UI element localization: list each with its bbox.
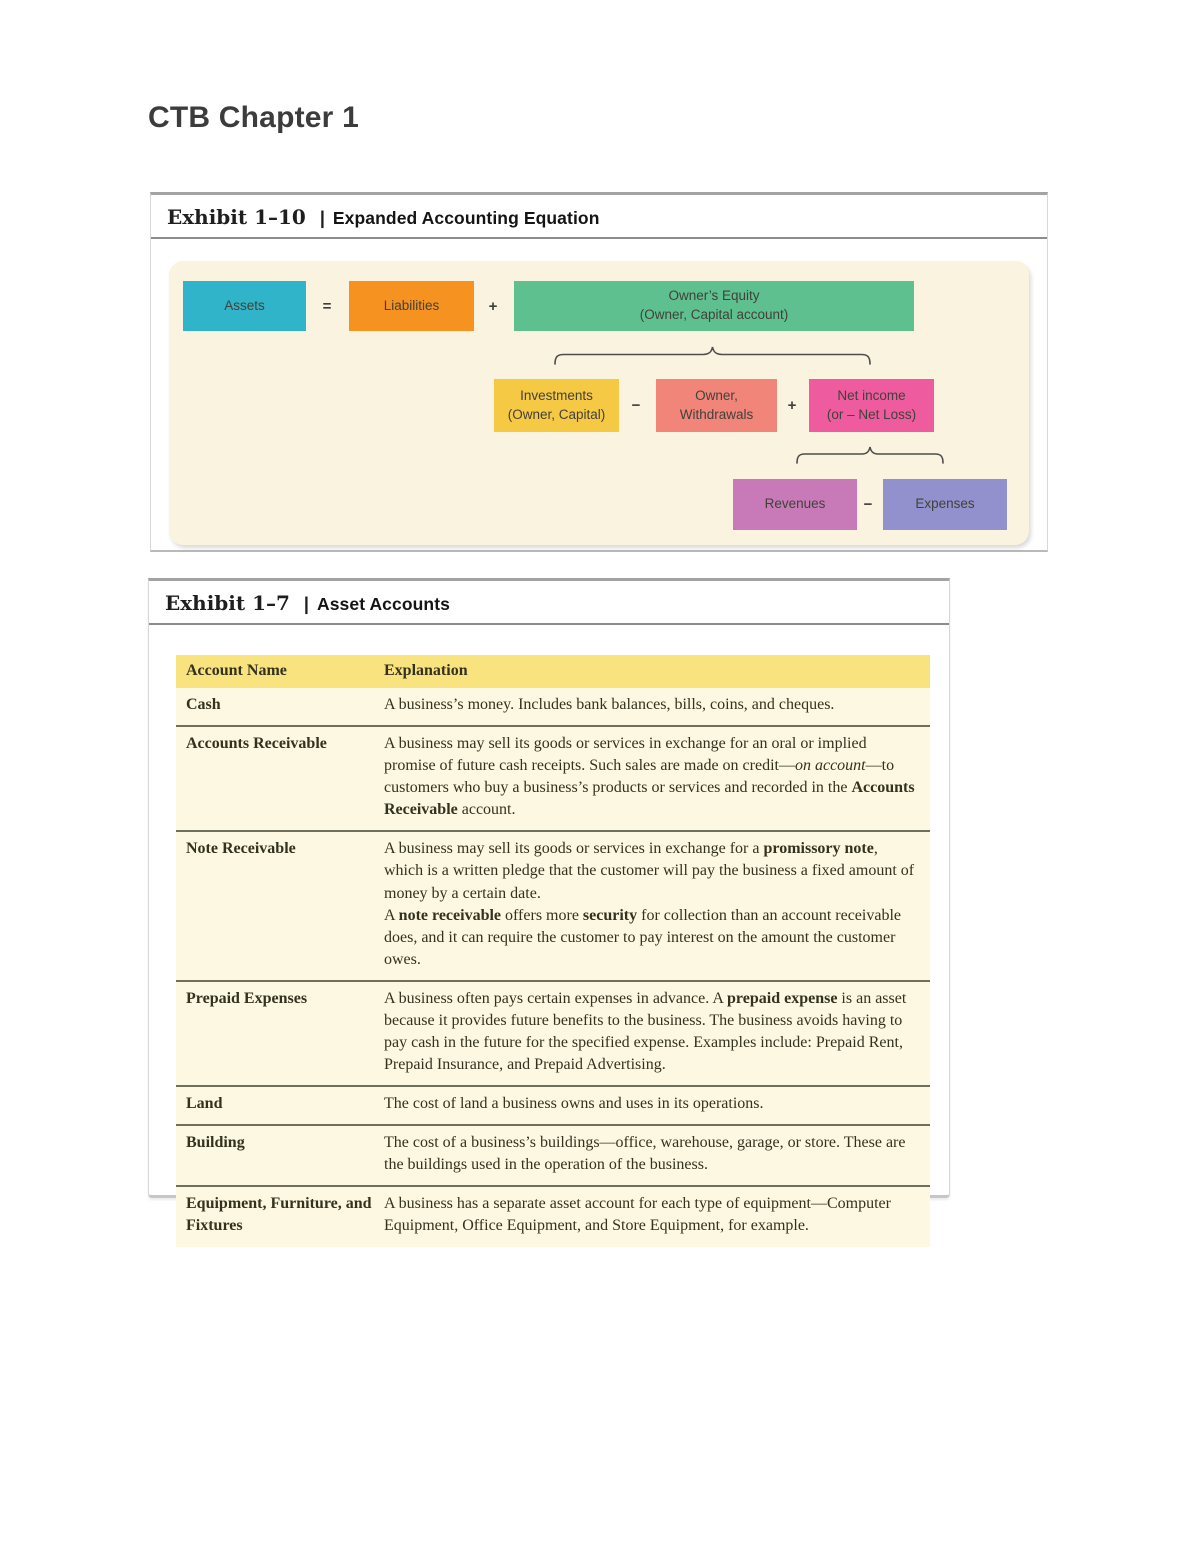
table-row: Equipment, Furniture, and Fixtures A busi…	[176, 1185, 930, 1247]
liabilities-label: Liabilities	[383, 297, 440, 313]
owners-equity-label: Owner’s Equity	[668, 288, 760, 304]
exhibit-label: Exhibit 1–7	[165, 591, 290, 615]
curly-brace-owners-equity	[554, 346, 871, 365]
investments-label: Investments	[520, 387, 593, 403]
table-row: Building The cost of a business’s buildin…	[176, 1124, 930, 1186]
exhibit-asset-accounts: Exhibit 1–7 | Asset Accounts Account Nam…	[148, 578, 950, 1247]
investments-box: Investments (Owner, Capital)	[494, 379, 619, 432]
exhibit-title: Asset Accounts	[316, 594, 450, 614]
table-header-row: Account Name Explanation	[176, 655, 930, 688]
explanation-cell: The cost of land a business owns and use…	[384, 1095, 764, 1113]
equals-operator: =	[322, 297, 332, 315]
equation-diagram-panel: Assets = Liabilities + Owner’s Equity (O…	[169, 261, 1029, 545]
assets-box: Assets	[183, 281, 306, 331]
page-title: CTB Chapter 1	[148, 101, 359, 134]
withdrawals-label: Owner,	[695, 387, 738, 403]
explanation-cell: A business may sell its goods or service…	[384, 840, 915, 968]
net-income-label: Net income	[837, 387, 906, 403]
account-name-header: Account Name	[186, 662, 287, 679]
curly-brace-net-income	[796, 446, 944, 464]
account-name-cell: Equipment, Furniture, and Fixtures	[186, 1195, 372, 1234]
exhibit-expanded-accounting-equation: Exhibit 1–10 | Expanded Accounting Equat…	[150, 192, 1048, 552]
revenues-box: Revenues	[733, 479, 857, 530]
table-row: Prepaid Expenses A business often pays ce…	[176, 979, 930, 1086]
explanation-cell: A business has a separate asset account …	[384, 1195, 895, 1235]
asset-accounts-table: Account Name Explanation Cash A business’…	[176, 655, 930, 1247]
account-name-cell: Cash	[186, 696, 221, 713]
table-body: Cash A business’s money. Includes bank ba…	[176, 688, 930, 1247]
withdrawals-sublabel: Withdrawals	[679, 406, 754, 422]
net-income-sublabel: (or – Net Loss)	[826, 406, 917, 422]
account-name-cell: Note Receivable	[186, 840, 296, 858]
plus-operator: +	[488, 297, 498, 315]
owners-equity-sublabel: (Owner, Capital account)	[639, 307, 789, 322]
exhibit-separator: |	[303, 594, 309, 614]
exhibit-header: Exhibit 1–10 | Expanded Accounting Equat…	[151, 195, 1047, 239]
account-name-cell: Land	[186, 1095, 223, 1113]
account-name-cell: Building	[186, 1134, 245, 1152]
plus-operator: +	[787, 397, 797, 414]
withdrawals-box: Owner, Withdrawals	[656, 379, 777, 432]
explanation-cell: A business may sell its goods or service…	[384, 735, 919, 819]
account-name-cell: Accounts Receivable	[186, 735, 327, 753]
investments-sublabel: (Owner, Capital)	[507, 406, 606, 422]
liabilities-box: Liabilities	[349, 281, 474, 331]
exhibit-label: Exhibit 1–10	[167, 205, 306, 229]
minus-operator: −	[863, 496, 873, 513]
expenses-box: Expenses	[883, 479, 1007, 530]
owners-equity-box: Owner’s Equity (Owner, Capital account)	[514, 281, 914, 331]
explanation-header: Explanation	[384, 662, 468, 679]
exhibit-title: Expanded Accounting Equation	[332, 208, 600, 228]
explanation-cell: A business’s money. Includes bank balanc…	[384, 696, 835, 713]
exhibit-header: Exhibit 1–7 | Asset Accounts	[149, 581, 949, 625]
explanation-cell: A business often pays certain expenses i…	[384, 989, 911, 1074]
minus-operator: −	[631, 397, 641, 414]
revenues-label: Revenues	[764, 496, 826, 512]
table-row: Cash A business’s money. Includes bank ba…	[176, 688, 930, 726]
table-row: Land The cost of land a business owns and…	[176, 1085, 930, 1125]
table-row: Note Receivable A business may sell its g…	[176, 830, 930, 980]
table-row: Accounts Receivable A business may sell i…	[176, 725, 930, 831]
assets-label: Assets	[224, 297, 265, 313]
exhibit-separator: |	[319, 208, 325, 228]
net-income-box: Net income (or – Net Loss)	[809, 379, 934, 432]
account-name-cell: Prepaid Expenses	[186, 989, 308, 1007]
explanation-cell: The cost of a business’s buildings—offic…	[384, 1134, 910, 1174]
expenses-label: Expenses	[915, 496, 975, 512]
